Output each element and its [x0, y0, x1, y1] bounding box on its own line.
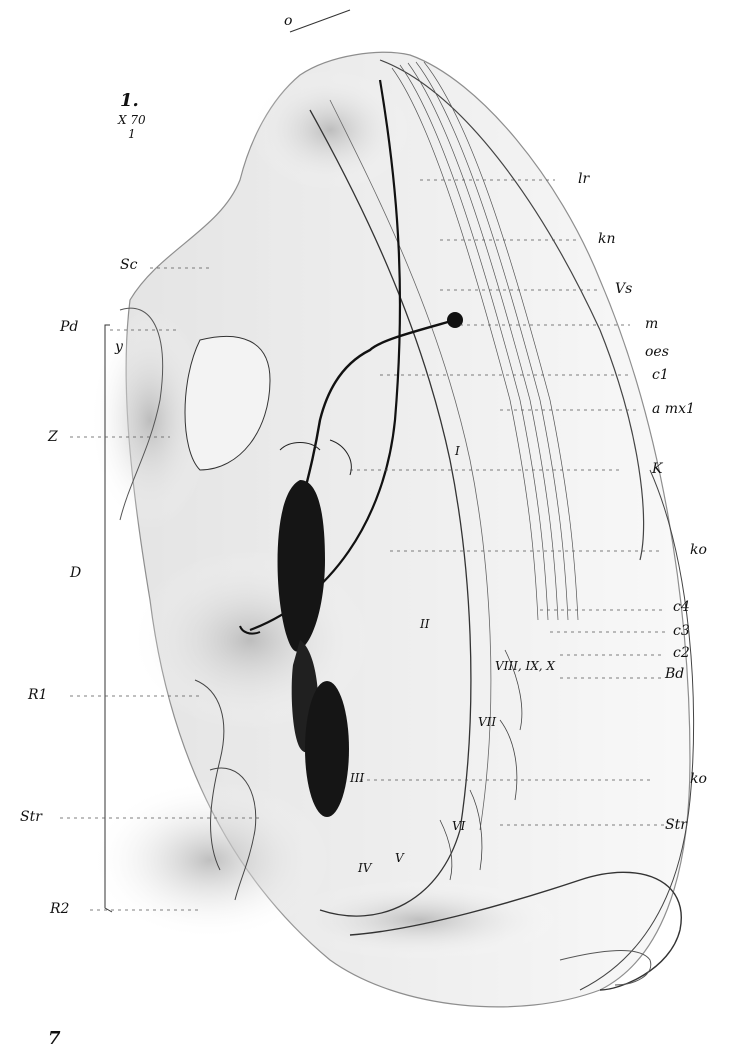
segment-v: V — [395, 852, 404, 864]
label-pd: Pd — [60, 320, 78, 334]
label-oes: oes — [645, 345, 669, 359]
figure-magnification: X 70 — [118, 114, 146, 126]
label-amx1: a mx1 — [652, 402, 695, 416]
segment-vi: VI — [452, 820, 465, 832]
label-c4: c4 — [673, 600, 690, 614]
segment-i: I — [455, 445, 460, 457]
label-m: m — [645, 317, 658, 331]
label-lr: lr — [578, 172, 589, 186]
label-vs: Vs — [615, 282, 632, 296]
segment-ii: II — [420, 618, 429, 630]
label-c1: c1 — [652, 368, 669, 382]
label-d: D — [70, 566, 81, 580]
label-r2: R2 — [50, 902, 69, 916]
label-o: o — [284, 14, 292, 28]
label-c3: c3 — [673, 624, 690, 638]
label-str-right: Str — [665, 818, 687, 832]
figure-number: 1. — [120, 92, 139, 110]
label-c2: c2 — [673, 646, 690, 660]
label-k: K — [652, 462, 662, 476]
label-str-left: Str — [20, 810, 42, 824]
figure-magnification-sub: 1 — [128, 128, 136, 140]
segment-viii-ix-x: VIII, IX, X — [495, 660, 555, 672]
label-bd: Bd — [665, 667, 684, 681]
label-y: y — [115, 340, 123, 354]
label-kn: kn — [598, 232, 616, 246]
label-ko-upper: ko — [690, 543, 707, 557]
label-ko-lower: ko — [690, 772, 707, 786]
label-r1: R1 — [28, 688, 47, 702]
label-sc: Sc — [120, 258, 137, 272]
segment-iii: III — [350, 772, 364, 784]
plate-number: 7 — [48, 1030, 61, 1048]
segment-iv: IV — [358, 862, 371, 874]
segment-vii: VII — [478, 716, 496, 728]
label-z: Z — [48, 430, 58, 444]
